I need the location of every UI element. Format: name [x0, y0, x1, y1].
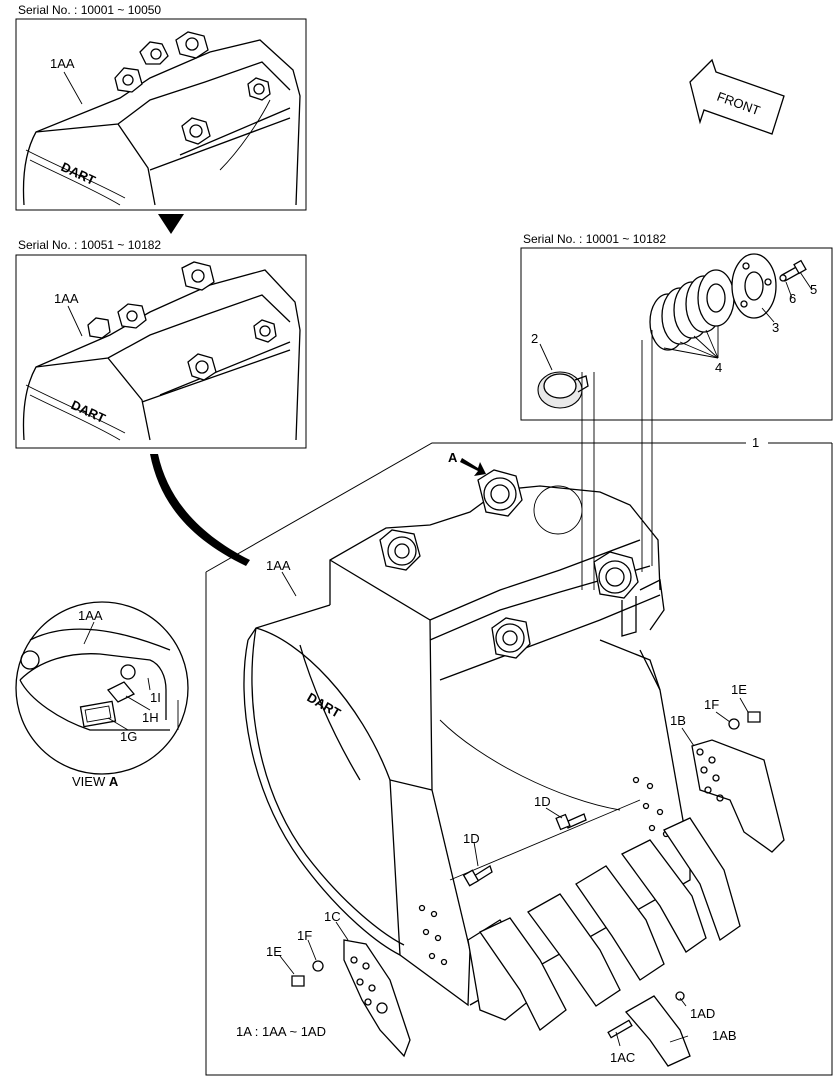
serial-label-mid: Serial No. : 10051 ~ 10182: [18, 238, 161, 252]
brand-logo-main: DART: [305, 690, 344, 721]
plate-3: [731, 253, 777, 319]
bolt-5: [779, 259, 807, 282]
bucket-top-sketch: DART 1AA: [22, 31, 301, 206]
callout-1e-right: 1E: [731, 682, 747, 697]
view-label: VIEW A: [72, 774, 119, 789]
callout-1h: 1H: [142, 710, 159, 725]
bucket-mid-sketch: DART 1AA: [22, 261, 301, 441]
inset-frame-mid: [15, 254, 307, 449]
inset-right: Serial No. : 10001 ~ 10182: [520, 232, 833, 421]
front-label: FRONT: [715, 89, 762, 118]
callout-1f-right: 1F: [704, 697, 719, 712]
callout-1d-left: 1D: [463, 831, 480, 846]
callout-1i: 1I: [150, 690, 161, 705]
front-arrow-icon: FRONT: [689, 58, 785, 135]
view-arrow-icon: [460, 458, 486, 476]
callout-2: 2: [531, 331, 538, 346]
callout-1d-right: 1D: [534, 794, 551, 809]
view-a-detail: 1AA 1I 1H 1G VIEW A: [15, 601, 189, 789]
inset-frame-right: [520, 247, 833, 421]
main-frame: 1: [205, 435, 833, 1076]
callout-1f-left: 1F: [297, 928, 312, 943]
shim-stack: [649, 269, 735, 351]
view-marker-letter: A: [448, 450, 458, 465]
callout-1: 1: [752, 435, 759, 450]
callout-4: 4: [715, 360, 722, 375]
inset-mid-left: Serial No. : 10051 ~ 10182 DART 1AA: [15, 238, 307, 449]
callout-1ac: 1AC: [610, 1050, 635, 1065]
callout-3: 3: [772, 320, 779, 335]
callout-1b: 1B: [670, 713, 686, 728]
side-cutter-1b: [691, 711, 785, 853]
inset-frame-top: [15, 18, 307, 211]
callout-1g: 1G: [120, 729, 137, 744]
callout-1aa-top: 1AA: [50, 56, 75, 71]
leader-arc: [150, 454, 250, 566]
assembly-note: 1A : 1AA ~ 1AD: [236, 1024, 326, 1039]
callout-1e-left: 1E: [266, 944, 282, 959]
callout-1aa-main: 1AA: [266, 558, 291, 573]
callout-5: 5: [810, 282, 817, 297]
inset-top-left: Serial No. : 10001 ~ 10050 DART 1AA: [15, 3, 307, 211]
callout-1c: 1C: [324, 909, 341, 924]
callout-1ad: 1AD: [690, 1006, 715, 1021]
bucket-teeth: [467, 817, 741, 1067]
callout-1aa-view: 1AA: [78, 608, 103, 623]
callout-1ab: 1AB: [712, 1028, 737, 1043]
view-a-marker: A: [448, 450, 486, 476]
main-callouts: 1AA 1E 1F 1B 1D 1D 1C 1F 1E 1AD 1AB 1AC …: [236, 558, 749, 1065]
serial-label-top: Serial No. : 10001 ~ 10050: [18, 3, 161, 17]
down-triangle-icon: [158, 214, 184, 234]
callout-6: 6: [789, 291, 796, 306]
callout-1aa-mid: 1AA: [54, 291, 79, 306]
brand-logo-mid: DART: [69, 397, 108, 426]
serial-label-right: Serial No. : 10001 ~ 10182: [523, 232, 666, 246]
side-cutter-1c: [291, 939, 411, 1058]
pin-2: [537, 371, 589, 409]
